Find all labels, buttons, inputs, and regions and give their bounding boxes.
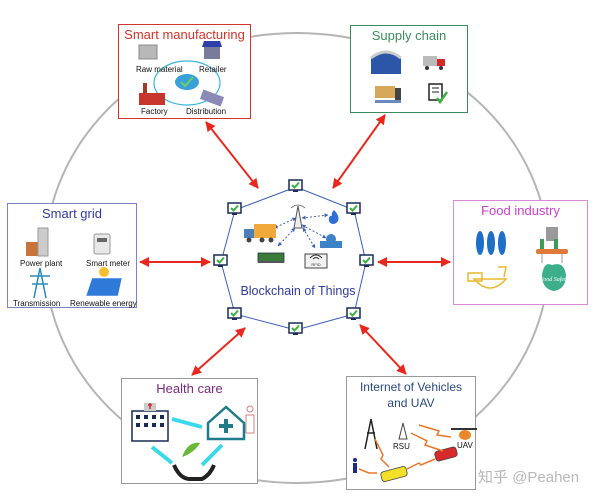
water-meter-icon: [320, 234, 342, 248]
supply-chain-icons: [370, 50, 449, 105]
cell-tower-icon: [364, 418, 378, 450]
label-factory: Factory: [141, 107, 168, 116]
hospital-icon: [131, 403, 169, 442]
health-care-icons: [131, 403, 255, 481]
box-title-line2: and UAV: [387, 396, 435, 410]
uav-drone-icon: [451, 428, 477, 440]
computer-node-icon: [227, 307, 242, 320]
meal-icon: [467, 266, 508, 289]
center-title: Blockchain of Things: [240, 284, 356, 298]
sensor-board-icon: [257, 252, 285, 263]
smart-grid-icons: [26, 227, 123, 299]
checklist-icon: [428, 83, 449, 105]
raw-material-icon: [138, 44, 158, 60]
warehouse-icon: [370, 50, 402, 74]
box-title: Health care: [156, 381, 223, 396]
wireless-links: [358, 424, 452, 474]
label-raw-material: Raw material: [136, 65, 183, 74]
antenna-icon: [290, 204, 306, 229]
device-links: [273, 213, 329, 249]
label-uav: UAV: [457, 441, 473, 450]
box-internet-of-vehicles: Internet of Vehicles and UAV RSU UAV: [346, 376, 477, 490]
distribution-icon: [199, 89, 225, 107]
home-care-icon: [206, 405, 246, 441]
label-smart-meter: Smart meter: [86, 259, 131, 268]
factory-icon: [139, 83, 165, 105]
flow-arrows-icon: [150, 417, 224, 467]
label-distribution: Distribution: [186, 107, 227, 116]
power-plant-icon: [26, 227, 49, 257]
manufacturing-cycle-icon: [138, 41, 225, 107]
bottling-line-icon: [536, 227, 568, 263]
computer-node-icon: [227, 202, 242, 215]
box-health-care: Health care: [121, 378, 258, 484]
box-smart-manufacturing: Smart manufacturing Raw material Retaile…: [118, 24, 251, 119]
food-industry-icons: Food Safety: [467, 227, 569, 291]
box-title: Smart manufacturing: [124, 27, 245, 42]
retailer-icon: [202, 41, 222, 59]
computer-node-icon: [346, 202, 361, 215]
label-retailer: Retailer: [199, 65, 227, 74]
box-title: Food industry: [481, 203, 560, 218]
octagon-links: [220, 186, 368, 332]
label-transmission: Transmission: [13, 299, 61, 308]
wheat-icon: [476, 231, 506, 255]
caring-hands-icon: [172, 442, 216, 481]
smart-meter-icon: [93, 233, 111, 255]
transmission-tower-icon: [30, 267, 50, 299]
box-title-line1: Internet of Vehicles: [359, 380, 463, 394]
domain-arrows: [139, 114, 451, 376]
yellow-car-icon: [380, 466, 408, 482]
vehicles-icons: [353, 418, 477, 482]
svg-text:RFID: RFID: [311, 262, 320, 267]
box-title: Supply chain: [371, 28, 447, 43]
cloud-check-icon: [175, 74, 199, 90]
forklift-icon: [375, 86, 401, 103]
box-food-industry: Food industry Food Safety: [453, 200, 588, 305]
solar-panel-icon: [85, 267, 123, 297]
rfid-reader-icon: RFID: [304, 253, 328, 269]
box-supply-chain: Supply chain: [350, 25, 468, 113]
computer-node-icon: [213, 254, 228, 267]
svg-text:Food Safety: Food Safety: [539, 276, 569, 283]
computer-node-icon: [288, 179, 303, 192]
computer-node-icon: [288, 322, 303, 335]
box-smart-grid: Smart grid Power plant Smart meter Trans…: [7, 203, 137, 308]
box-title: Smart grid: [42, 206, 102, 221]
person-icon: [353, 458, 357, 473]
fire-sensor-icon: [328, 210, 339, 224]
label-power-plant: Power plant: [20, 259, 63, 268]
label-rsu: RSU: [393, 442, 410, 451]
blockchain-nodes: [213, 179, 374, 335]
label-renewable-energy: Renewable energy: [70, 299, 137, 308]
rsu-antenna-icon: [398, 422, 408, 440]
watermark: 知乎 @Peahen: [478, 469, 580, 486]
truck-icon: [244, 224, 276, 243]
truck-icon: [423, 56, 445, 70]
patient-icon: [245, 405, 255, 434]
center-devices: RFID: [244, 204, 342, 269]
food-safety-icon: Food Safety: [539, 264, 569, 291]
computer-node-icon: [346, 307, 361, 320]
computer-node-icon: [359, 254, 374, 267]
